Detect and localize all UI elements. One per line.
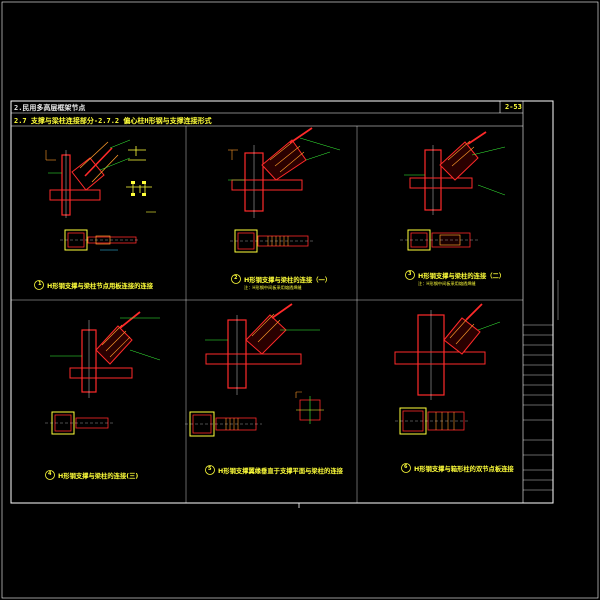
detail-3-drawing <box>400 131 506 280</box>
detail-4-caption: H形钢支撑与梁柱的连接(三) <box>58 473 139 480</box>
section-title: 2.民用多高层框架节点 <box>14 104 86 112</box>
detail-2-caption: H形钢支撑与梁柱的连接（一） <box>244 277 332 284</box>
detail-5-caption: H形钢支撑翼缘垂直于支撑平面与梁柱的连接 <box>218 468 343 475</box>
detail-1-drawing <box>34 139 156 290</box>
detail-5-drawing <box>185 303 324 475</box>
detail-1-number: 1 <box>38 281 42 287</box>
detail-2-drawing <box>228 127 341 284</box>
detail-4-drawing <box>45 311 161 480</box>
title-block-rows <box>523 324 553 491</box>
subsection-title: 2.7 支撑与梁柱连接部分-2.7.2 偏心柱H形钢与支撑连接形式 <box>14 117 212 125</box>
detail-5-number: 5 <box>208 466 212 472</box>
detail-3-note: 注：H形钢中间板采用熔透焊缝 <box>418 281 476 286</box>
detail-3-caption: H形钢支撑与梁柱的连接（二） <box>418 273 506 280</box>
detail-2-note: 注：H形钢中间板采用熔透焊缝 <box>244 285 302 290</box>
detail-6-caption: H形钢支撑与箱形柱的双节点板连接 <box>414 466 514 473</box>
detail-4-number: 4 <box>48 471 52 477</box>
detail-1-caption: H形钢支撑与梁柱节点用板连接的连接 <box>47 283 154 290</box>
detail-2-number: 2 <box>234 275 238 281</box>
detail-6-number: 6 <box>404 464 408 470</box>
sheet-number: 2-53 <box>505 103 522 111</box>
drawing-frame <box>10 100 554 504</box>
detail-3-number: 3 <box>408 271 412 277</box>
detail-6-drawing <box>394 303 501 473</box>
